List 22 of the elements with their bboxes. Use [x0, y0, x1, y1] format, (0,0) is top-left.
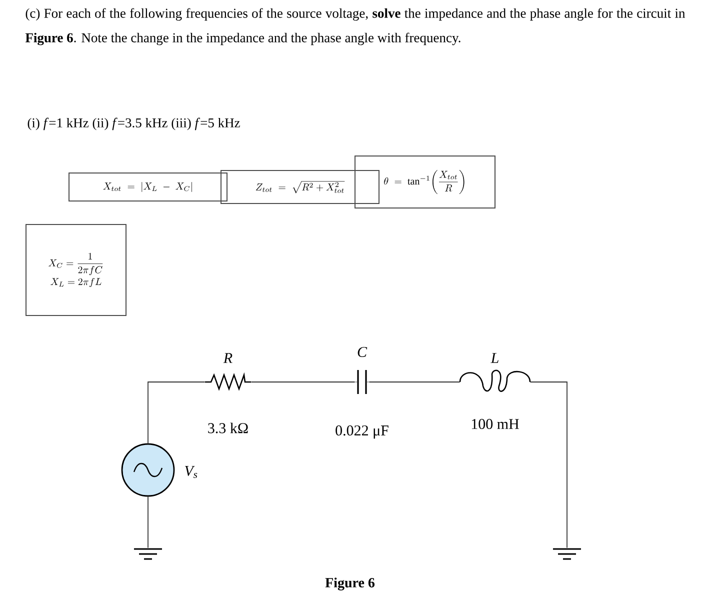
- frequency-list: (i) f=1 kHz (ii) f=3.5 kHz (iii) f=5 kHz: [28, 118, 240, 130]
- component-value: 3.3 kΩ: [208, 422, 248, 434]
- component-value: 0.022 μF: [336, 425, 388, 439]
- beside-label: V$_{s}$: [185, 466, 198, 478]
- question-text: (c) For each of the following frequencies of the source voltage, solve the impedance and the phase angle for the circuit in Figure 6. Note the change in the impedance and the phase angle with frequency.: [25, 8, 686, 46]
- ground-symbol: [552, 548, 582, 560]
- formula-box: $X_{tot} \;=\; |X_L \;-\; X_C|$: [68, 172, 228, 202]
- figure-caption: Figure 6: [325, 578, 375, 590]
- ground-symbol: [133, 548, 163, 560]
- component-label: C: [358, 346, 368, 358]
- resistor-symbol: [205, 372, 251, 391]
- formula-box: $Z_{tot} \;=\; \sqrt{R^2 + X_{tot}^2}$: [220, 170, 380, 204]
- inductor-symbol: [459, 370, 531, 392]
- wire: [530, 382, 568, 548]
- component-value: 100 mH: [472, 418, 519, 430]
- formula-box: $\theta \;=\; \tan^{-1}\!\left(\frac{X_{tot}}{R}\right)$: [354, 156, 496, 208]
- formula-box: $X_C = \frac{1}{2\pi f C}$ $X_L = 2\pi f L$: [26, 224, 126, 316]
- component-label: L: [490, 353, 498, 363]
- component-label: R: [223, 353, 232, 363]
- wire: [148, 382, 206, 444]
- ac-source-symbol: [121, 443, 175, 497]
- capacitor-symbol: [354, 369, 370, 395]
